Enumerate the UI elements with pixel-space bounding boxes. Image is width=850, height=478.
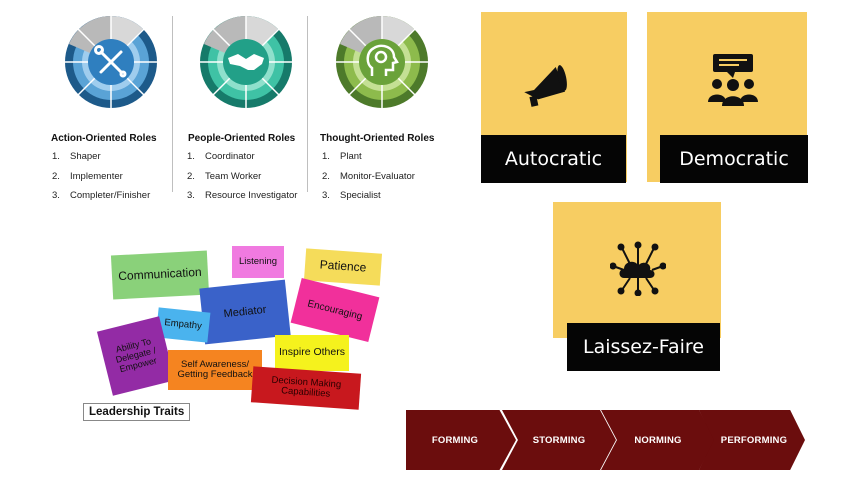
role-group-title: Action-Oriented Roles: [51, 133, 157, 144]
role-group-title: People-Oriented Roles: [188, 133, 296, 144]
thought-roles-ring: [336, 16, 428, 108]
stage-chevron: STORMING: [502, 410, 616, 470]
people-roles-ring: [200, 16, 292, 108]
trait-note: Encouraging: [290, 278, 380, 342]
list-item: 2.Implementer: [52, 170, 123, 182]
role-list: 1.Coordinator 2.Team Worker 3.Resource I…: [187, 151, 297, 210]
tools-icon: [94, 45, 127, 78]
style-label: Laissez-Faire: [567, 323, 720, 371]
stage-chevron: FORMING: [406, 410, 516, 470]
stage-label: PERFORMING: [720, 434, 788, 446]
stage-label: STORMING: [532, 434, 586, 446]
trait-note: Decision Making Capabilities: [250, 366, 362, 410]
stage-chevron: NORMING: [601, 410, 715, 470]
list-item: 3.Completer/Finisher: [52, 190, 151, 201]
divider: [172, 16, 173, 192]
role-list: 1.Shaper 2.Implementer 3.Completer/Finis…: [52, 151, 150, 210]
megaphone-icon: [524, 65, 567, 107]
brain-head-icon: [366, 44, 399, 76]
trait-note: Communication: [110, 250, 210, 300]
style-label: Autocratic: [481, 135, 626, 183]
list-item: 1.Coordinator: [187, 151, 255, 162]
trait-note: Patience: [303, 248, 383, 286]
trait-note: Self Awareness/ Getting Feedback: [168, 350, 262, 390]
group-discussion-icon: [708, 54, 758, 106]
role-list: 1.Plant 2.Monitor-Evaluator 3.Specialist: [322, 151, 415, 210]
handshake-icon: [228, 54, 264, 70]
style-label: Democratic: [660, 135, 808, 183]
divider: [307, 16, 308, 192]
trait-note: Inspire Others: [275, 335, 349, 371]
trait-note: Listening: [232, 246, 284, 278]
list-item: 1.Plant: [322, 151, 362, 162]
stage-chevron: PERFORMING: [699, 410, 805, 470]
list-item: 3.Specialist: [322, 190, 381, 201]
stage-label: FORMING: [431, 434, 479, 446]
list-item: 3.Resource Investigator: [187, 190, 298, 201]
list-item: 2.Team Worker: [187, 170, 262, 182]
role-group-title: Thought-Oriented Roles: [320, 133, 435, 144]
list-item: 2.Monitor-Evaluator: [322, 170, 415, 182]
traits-caption: Leadership Traits: [83, 403, 191, 421]
cloud-network-icon: [610, 241, 666, 296]
stage-label: NORMING: [634, 434, 682, 446]
list-item: 1.Shaper: [52, 151, 101, 162]
action-roles-ring: [65, 16, 157, 108]
laissez-faire-card: [553, 202, 721, 338]
